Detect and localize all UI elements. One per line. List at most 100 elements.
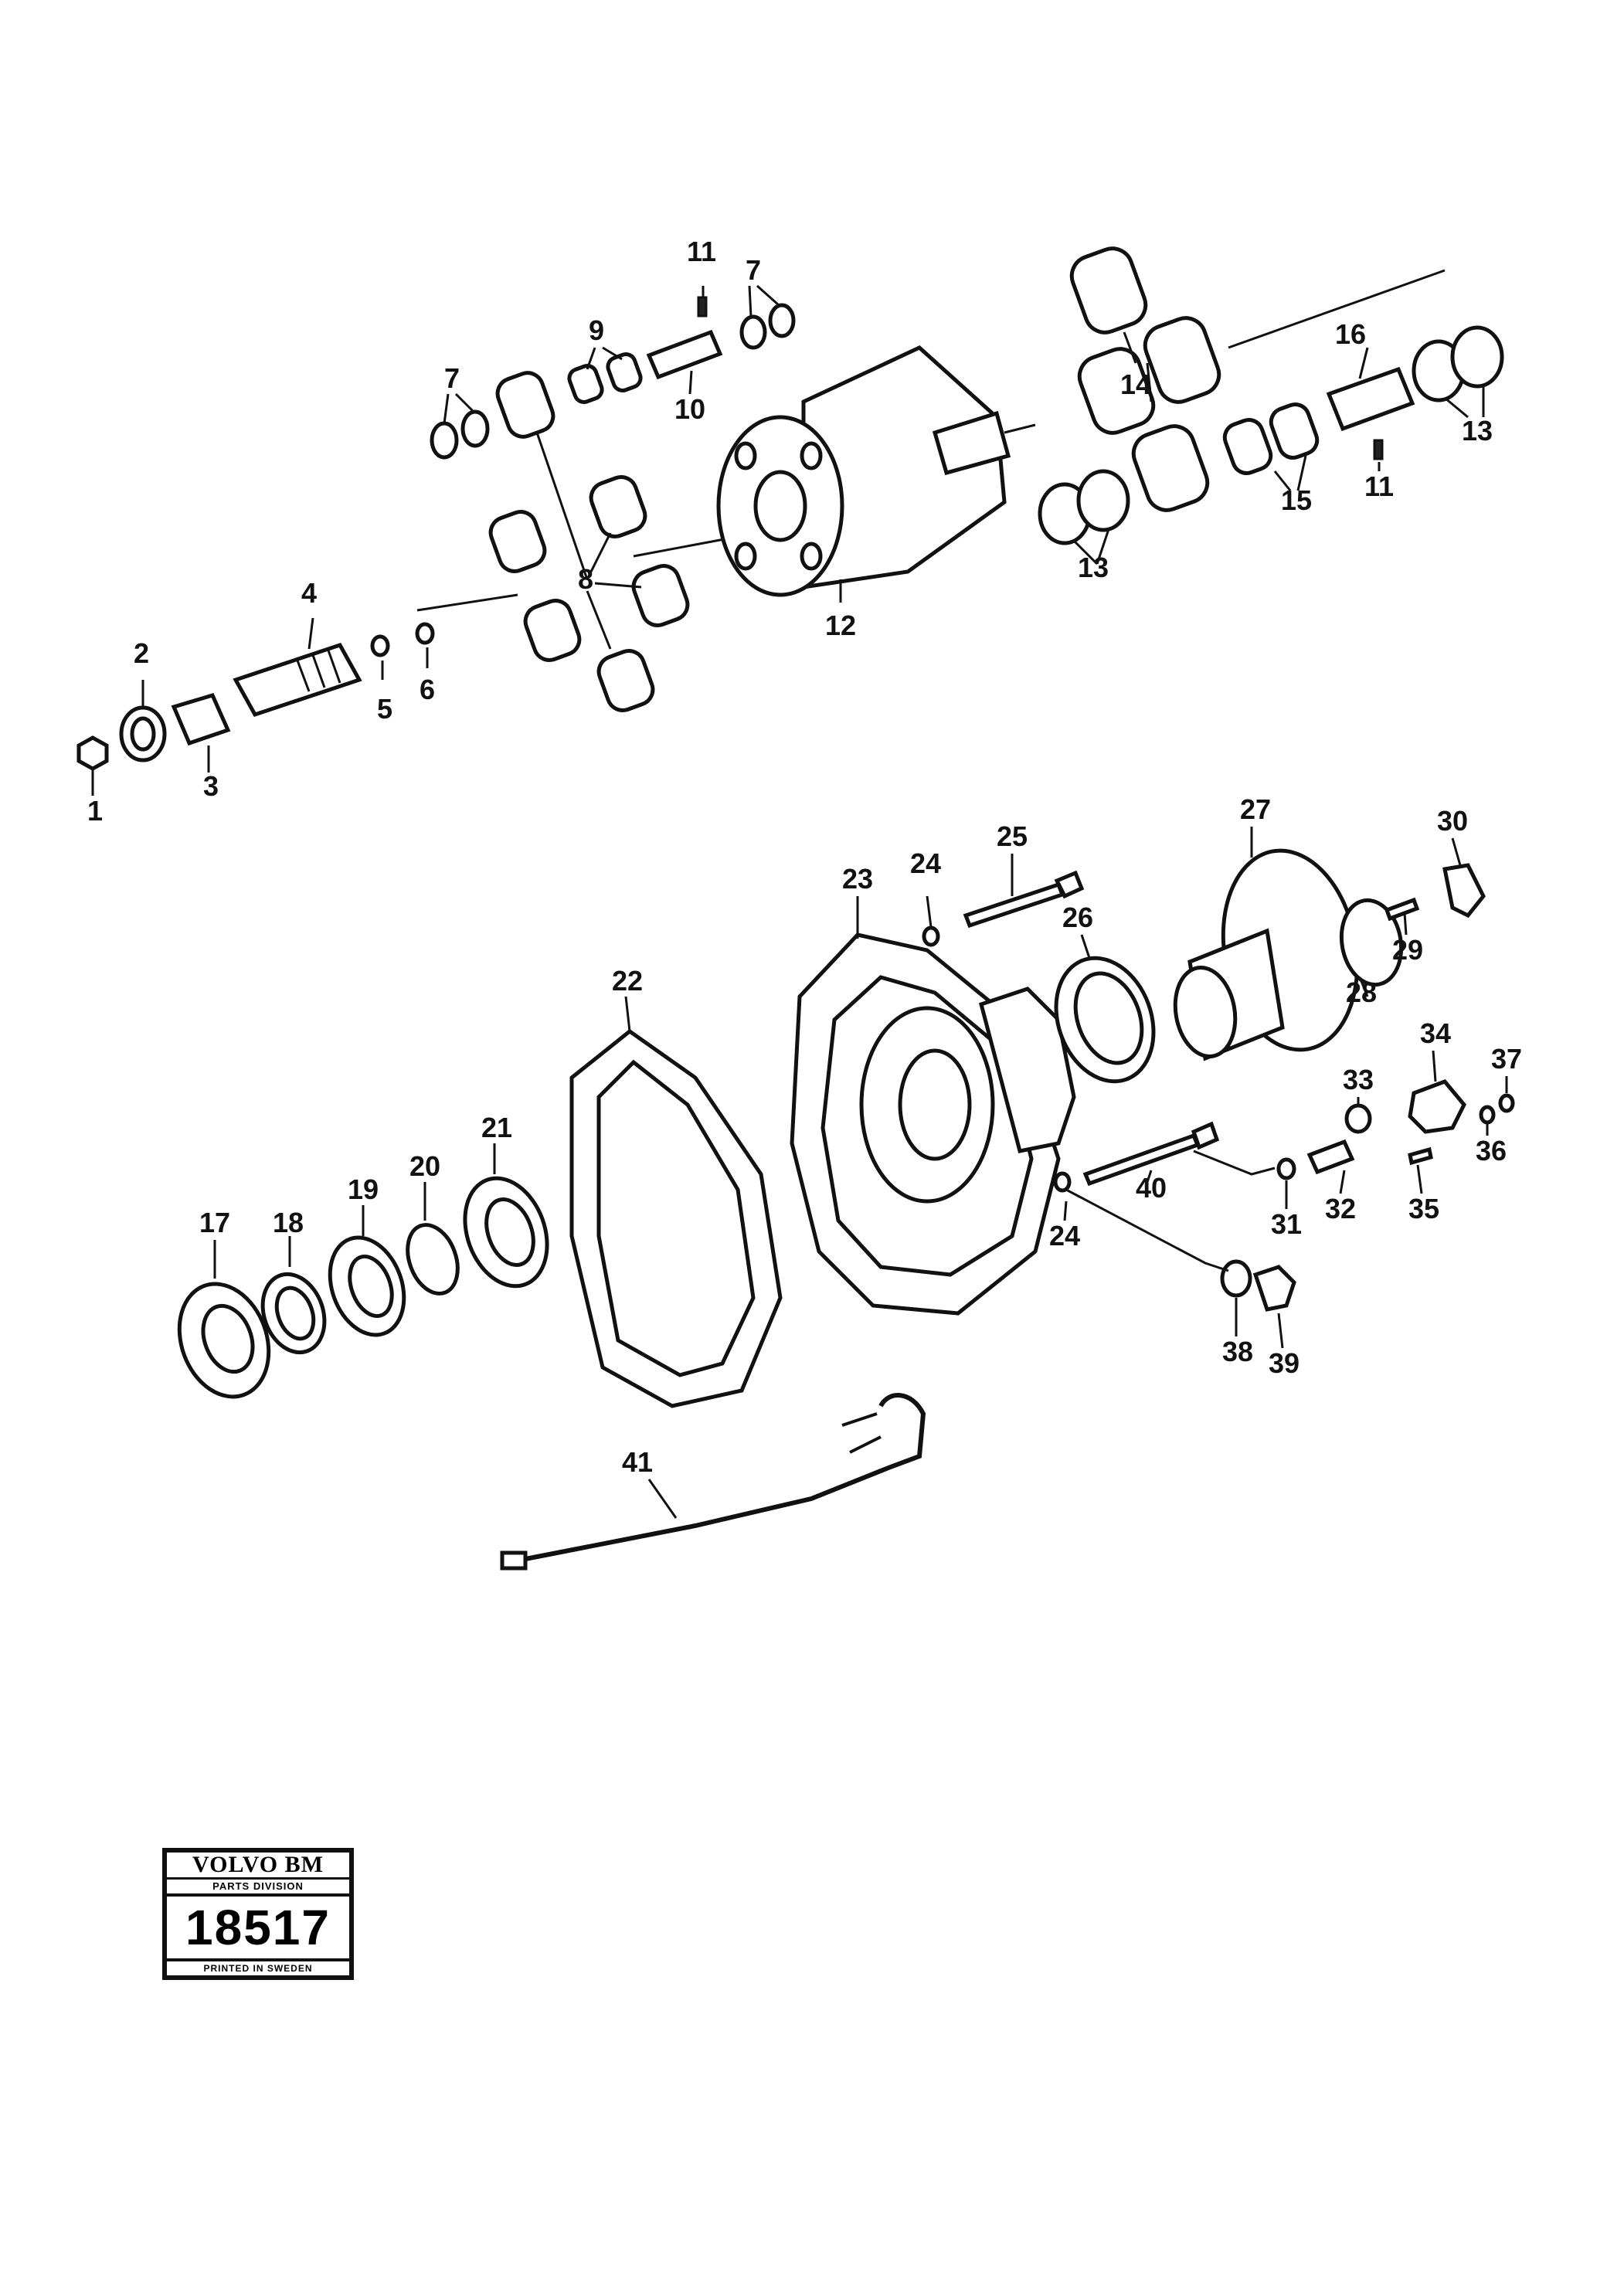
part-40-bolt-head <box>1191 1121 1220 1150</box>
callout-7b: 7 <box>746 254 761 286</box>
part-9-needle-bearing <box>606 352 643 392</box>
part-14-planet-gears <box>1069 246 1221 512</box>
part-34-cover <box>1408 1079 1466 1134</box>
callout-11a: 11 <box>687 236 716 267</box>
callout-7a: 7 <box>444 362 460 394</box>
callout-17: 17 <box>199 1207 230 1238</box>
volvo-parts-badge: VOLVO BM PARTS DIVISION 18517 PRINTED IN… <box>162 1848 354 1980</box>
lower-assembly <box>177 827 1515 1571</box>
upper-assembly <box>76 246 1504 796</box>
part-12-planet-carrier <box>716 345 1011 597</box>
part-4-splined-shaft <box>233 642 362 718</box>
part-6-washer <box>415 622 435 645</box>
part-35-screw <box>1408 1146 1433 1166</box>
part-7-thrust-washer <box>430 421 459 460</box>
part-8-planet-gears <box>488 371 690 712</box>
callout-labels: 1 2 3 4 5 6 7 7 8 9 10 11 11 12 13 13 14… <box>87 236 1522 1478</box>
callout-34: 34 <box>1420 1017 1451 1049</box>
callout-10: 10 <box>674 393 705 425</box>
part-24-washer <box>1053 1171 1072 1193</box>
callout-32: 32 <box>1325 1193 1356 1224</box>
part-17-bore <box>201 1303 255 1374</box>
callout-20: 20 <box>409 1150 440 1182</box>
part-4-splines <box>296 650 341 692</box>
part-41-terminals <box>841 1412 882 1454</box>
part-18-bore <box>274 1285 316 1341</box>
part-11-roll-pin <box>697 296 708 318</box>
part-32-pressure-switch <box>1306 1139 1355 1175</box>
callout-18: 18 <box>273 1207 304 1238</box>
callout-9: 9 <box>589 314 604 346</box>
callout-41: 41 <box>622 1446 653 1478</box>
badge-division: PARTS DIVISION <box>167 1880 349 1897</box>
lower-leader-lines <box>213 827 1508 1519</box>
part-13-thrust-washer <box>1076 469 1130 532</box>
callout-19: 19 <box>348 1173 379 1205</box>
part-7-thrust-washer <box>768 303 796 338</box>
part-1-nut <box>76 735 109 771</box>
callout-25: 25 <box>997 820 1028 852</box>
callout-8: 8 <box>578 563 593 595</box>
callout-5: 5 <box>377 693 392 725</box>
part-30-lock-plate <box>1442 863 1486 919</box>
callout-21: 21 <box>481 1112 512 1143</box>
callout-31: 31 <box>1271 1208 1302 1240</box>
part-16-planet-shaft <box>1326 366 1415 432</box>
callout-36: 36 <box>1476 1135 1507 1167</box>
part-23-housing <box>790 932 1076 1316</box>
callout-37: 37 <box>1491 1043 1522 1075</box>
part-41-connector <box>500 1550 528 1571</box>
part-33-o-ring <box>1344 1103 1372 1134</box>
part-38-sealing-ring <box>1220 1259 1252 1298</box>
part-19-bore <box>348 1254 394 1319</box>
badge-brand: VOLVO BM <box>167 1853 349 1880</box>
badge-printed-note: PRINTED IN SWEDEN <box>203 1963 313 1974</box>
callout-6: 6 <box>420 674 435 705</box>
upper-leader-lines <box>91 284 1485 796</box>
callout-27: 27 <box>1240 793 1271 825</box>
part-22-gasket-inner <box>596 1059 756 1377</box>
badge-catalog-number: 18517 <box>167 1897 349 1961</box>
part-37-nut <box>1498 1093 1515 1113</box>
part-20-o-ring <box>406 1223 460 1296</box>
part-21-bore <box>484 1197 535 1267</box>
callout-30: 30 <box>1437 805 1468 837</box>
callout-24b: 24 <box>1049 1220 1080 1251</box>
callout-26: 26 <box>1062 902 1093 933</box>
part-39-plug <box>1252 1265 1296 1312</box>
callout-11b: 11 <box>1364 470 1394 502</box>
part-41-wiring-harness <box>517 1393 926 1563</box>
callout-14: 14 <box>1120 368 1151 400</box>
callout-1: 1 <box>87 795 103 827</box>
part-3-bushing <box>171 692 231 746</box>
callout-13b: 13 <box>1462 415 1493 447</box>
callout-16: 16 <box>1335 318 1366 350</box>
callout-39: 39 <box>1269 1347 1300 1379</box>
part-2-bore <box>130 716 156 752</box>
callout-3: 3 <box>203 770 219 802</box>
part-24-washer <box>922 925 940 947</box>
part-10-pin <box>646 329 723 380</box>
callout-40: 40 <box>1136 1172 1167 1204</box>
part-15-needle-bearing <box>1269 402 1320 460</box>
callout-23: 23 <box>842 863 873 895</box>
part-9-needle-bearing <box>567 364 604 404</box>
part-31-o-ring <box>1276 1157 1296 1180</box>
callout-12: 12 <box>825 610 856 641</box>
callout-2: 2 <box>134 637 149 669</box>
callout-29: 29 <box>1392 934 1423 966</box>
part-26-bore <box>1073 971 1144 1065</box>
part-11-roll-pin <box>1373 439 1384 460</box>
callout-24a: 24 <box>910 847 941 879</box>
callout-4: 4 <box>301 577 317 609</box>
callout-35: 35 <box>1408 1193 1439 1224</box>
part-13-thrust-washer <box>1450 325 1504 389</box>
part-5-snap-ring <box>370 634 390 657</box>
callout-28: 28 <box>1346 976 1377 1008</box>
callout-38: 38 <box>1222 1336 1253 1367</box>
part-36-washer <box>1479 1105 1496 1125</box>
part-7-thrust-washer <box>739 314 767 350</box>
part-28-washer-plate <box>1339 898 1404 987</box>
callout-15: 15 <box>1281 484 1312 516</box>
